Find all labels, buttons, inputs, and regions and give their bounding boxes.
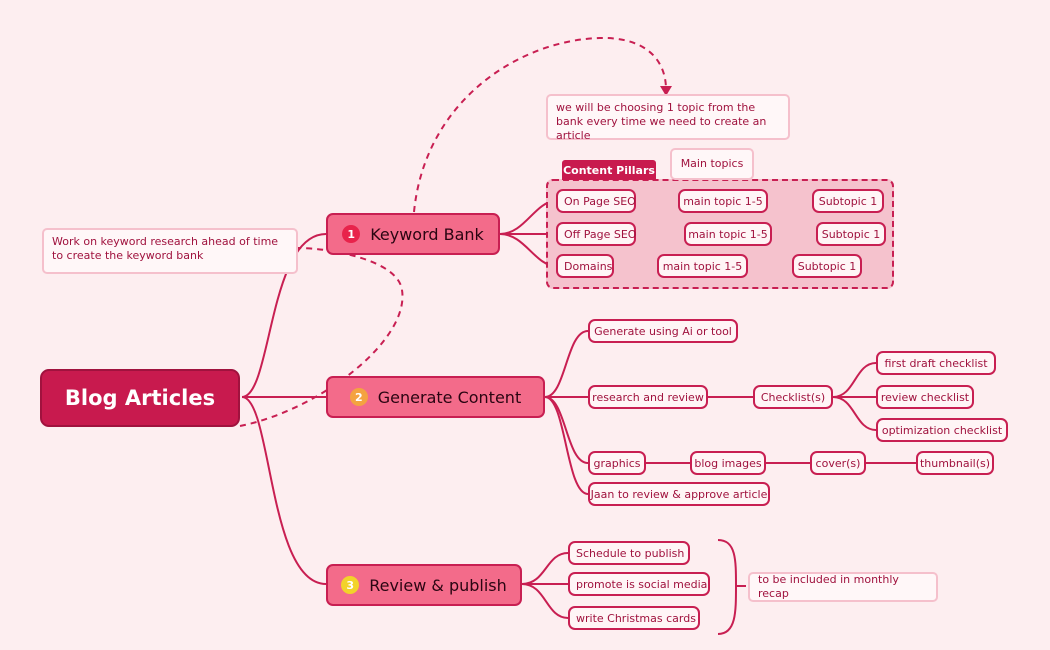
link-review-3 bbox=[521, 583, 569, 619]
link-checklist-3 bbox=[832, 396, 877, 431]
link-review-1 bbox=[521, 552, 569, 585]
review-checklist[interactable]: review checklist bbox=[876, 385, 974, 409]
subtopic-2[interactable]: Subtopic 1 bbox=[816, 222, 886, 246]
subtopic-3[interactable]: Subtopic 1 bbox=[792, 254, 862, 278]
arrowhead-callout bbox=[660, 86, 672, 96]
keyword-bank-label: Keyword Bank bbox=[370, 224, 484, 244]
generate-content-node[interactable]: 2 Generate Content bbox=[326, 376, 545, 418]
brace bbox=[717, 539, 746, 635]
root-node[interactable]: Blog Articles bbox=[40, 369, 240, 427]
pillar-off-page-seo[interactable]: Off Page SEO bbox=[556, 222, 636, 246]
content-pillars-tag: Content Pillars bbox=[562, 160, 656, 180]
main-topic-1[interactable]: main topic 1-5 bbox=[678, 189, 768, 213]
link-root-review bbox=[241, 396, 327, 585]
link-generate-graphics bbox=[544, 396, 589, 464]
link-root-keyword bbox=[241, 233, 327, 398]
keyword-bank-node[interactable]: 1 Keyword Bank bbox=[326, 213, 500, 255]
main-topic-3[interactable]: main topic 1-5 bbox=[657, 254, 748, 278]
generate-ai-node[interactable]: Generate using Ai or tool bbox=[588, 319, 738, 343]
link-checklist-1 bbox=[832, 362, 877, 398]
christmas-cards-node[interactable]: write Christmas cards bbox=[568, 606, 700, 630]
review-publish-node[interactable]: 3 Review & publish bbox=[326, 564, 522, 606]
research-review-node[interactable]: research and review bbox=[588, 385, 708, 409]
link-generate-ai bbox=[544, 330, 589, 398]
main-topics-label: Main topics bbox=[670, 148, 754, 180]
blog-images-node[interactable]: blog images bbox=[690, 451, 766, 475]
thumbnails-node[interactable]: thumbnail(s) bbox=[916, 451, 994, 475]
main-topic-2[interactable]: main topic 1-5 bbox=[684, 222, 772, 246]
number-badge-icon: 2 bbox=[349, 388, 368, 406]
approve-article-node[interactable]: Jaan to review & approve article bbox=[588, 482, 770, 506]
subtopic-1[interactable]: Subtopic 1 bbox=[812, 189, 884, 213]
number-badge-icon: 1 bbox=[342, 225, 361, 243]
monthly-recap-note[interactable]: to be included in monthly recap bbox=[748, 572, 938, 602]
topic-choice-callout[interactable]: we will be choosing 1 topic from the ban… bbox=[546, 94, 790, 142]
first-draft-checklist[interactable]: first draft checklist bbox=[876, 351, 996, 375]
promote-social-node[interactable]: promote is social media bbox=[568, 572, 710, 596]
pillar-on-page-seo[interactable]: On Page SEO bbox=[556, 189, 636, 213]
graphics-node[interactable]: graphics bbox=[588, 451, 646, 475]
link-generate-approve bbox=[544, 396, 589, 495]
optimization-checklist[interactable]: optimization checklist bbox=[876, 418, 1008, 442]
generate-content-label: Generate Content bbox=[377, 387, 522, 407]
pillar-domains[interactable]: Domains bbox=[556, 254, 614, 278]
review-publish-label: Review & publish bbox=[369, 575, 507, 595]
number-badge-icon: 3 bbox=[341, 576, 360, 594]
keyword-research-note[interactable]: Work on keyword research ahead of time t… bbox=[42, 228, 298, 274]
checklists-node[interactable]: Checklist(s) bbox=[753, 385, 833, 409]
dashed-arrow-to-callout bbox=[413, 36, 667, 213]
schedule-publish-node[interactable]: Schedule to publish bbox=[568, 541, 690, 565]
covers-node[interactable]: cover(s) bbox=[810, 451, 866, 475]
